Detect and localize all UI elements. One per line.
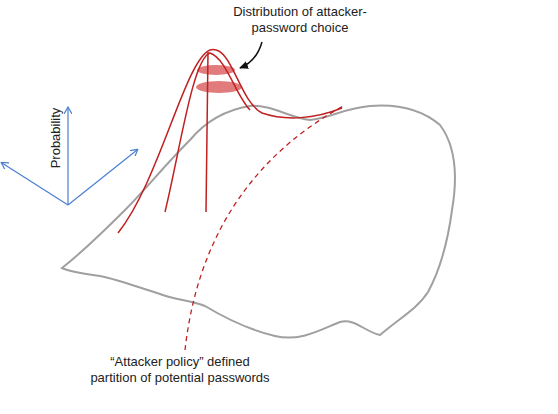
axis-left [2,163,68,205]
pointer-arrow [240,42,262,68]
axis-label: Probability [48,108,64,169]
password-space-outline [62,106,455,338]
note-label: “Attacker policy” defined partition of p… [90,354,270,386]
policy-partition [185,105,345,350]
distribution-curve [165,53,250,212]
axis-right [68,150,137,205]
distribution-curve [206,52,208,212]
axis-probability [67,108,68,205]
probability-band [197,65,235,75]
distribution-curve [118,50,342,233]
callout-label: Distribution of attacker-password choice [215,4,385,36]
